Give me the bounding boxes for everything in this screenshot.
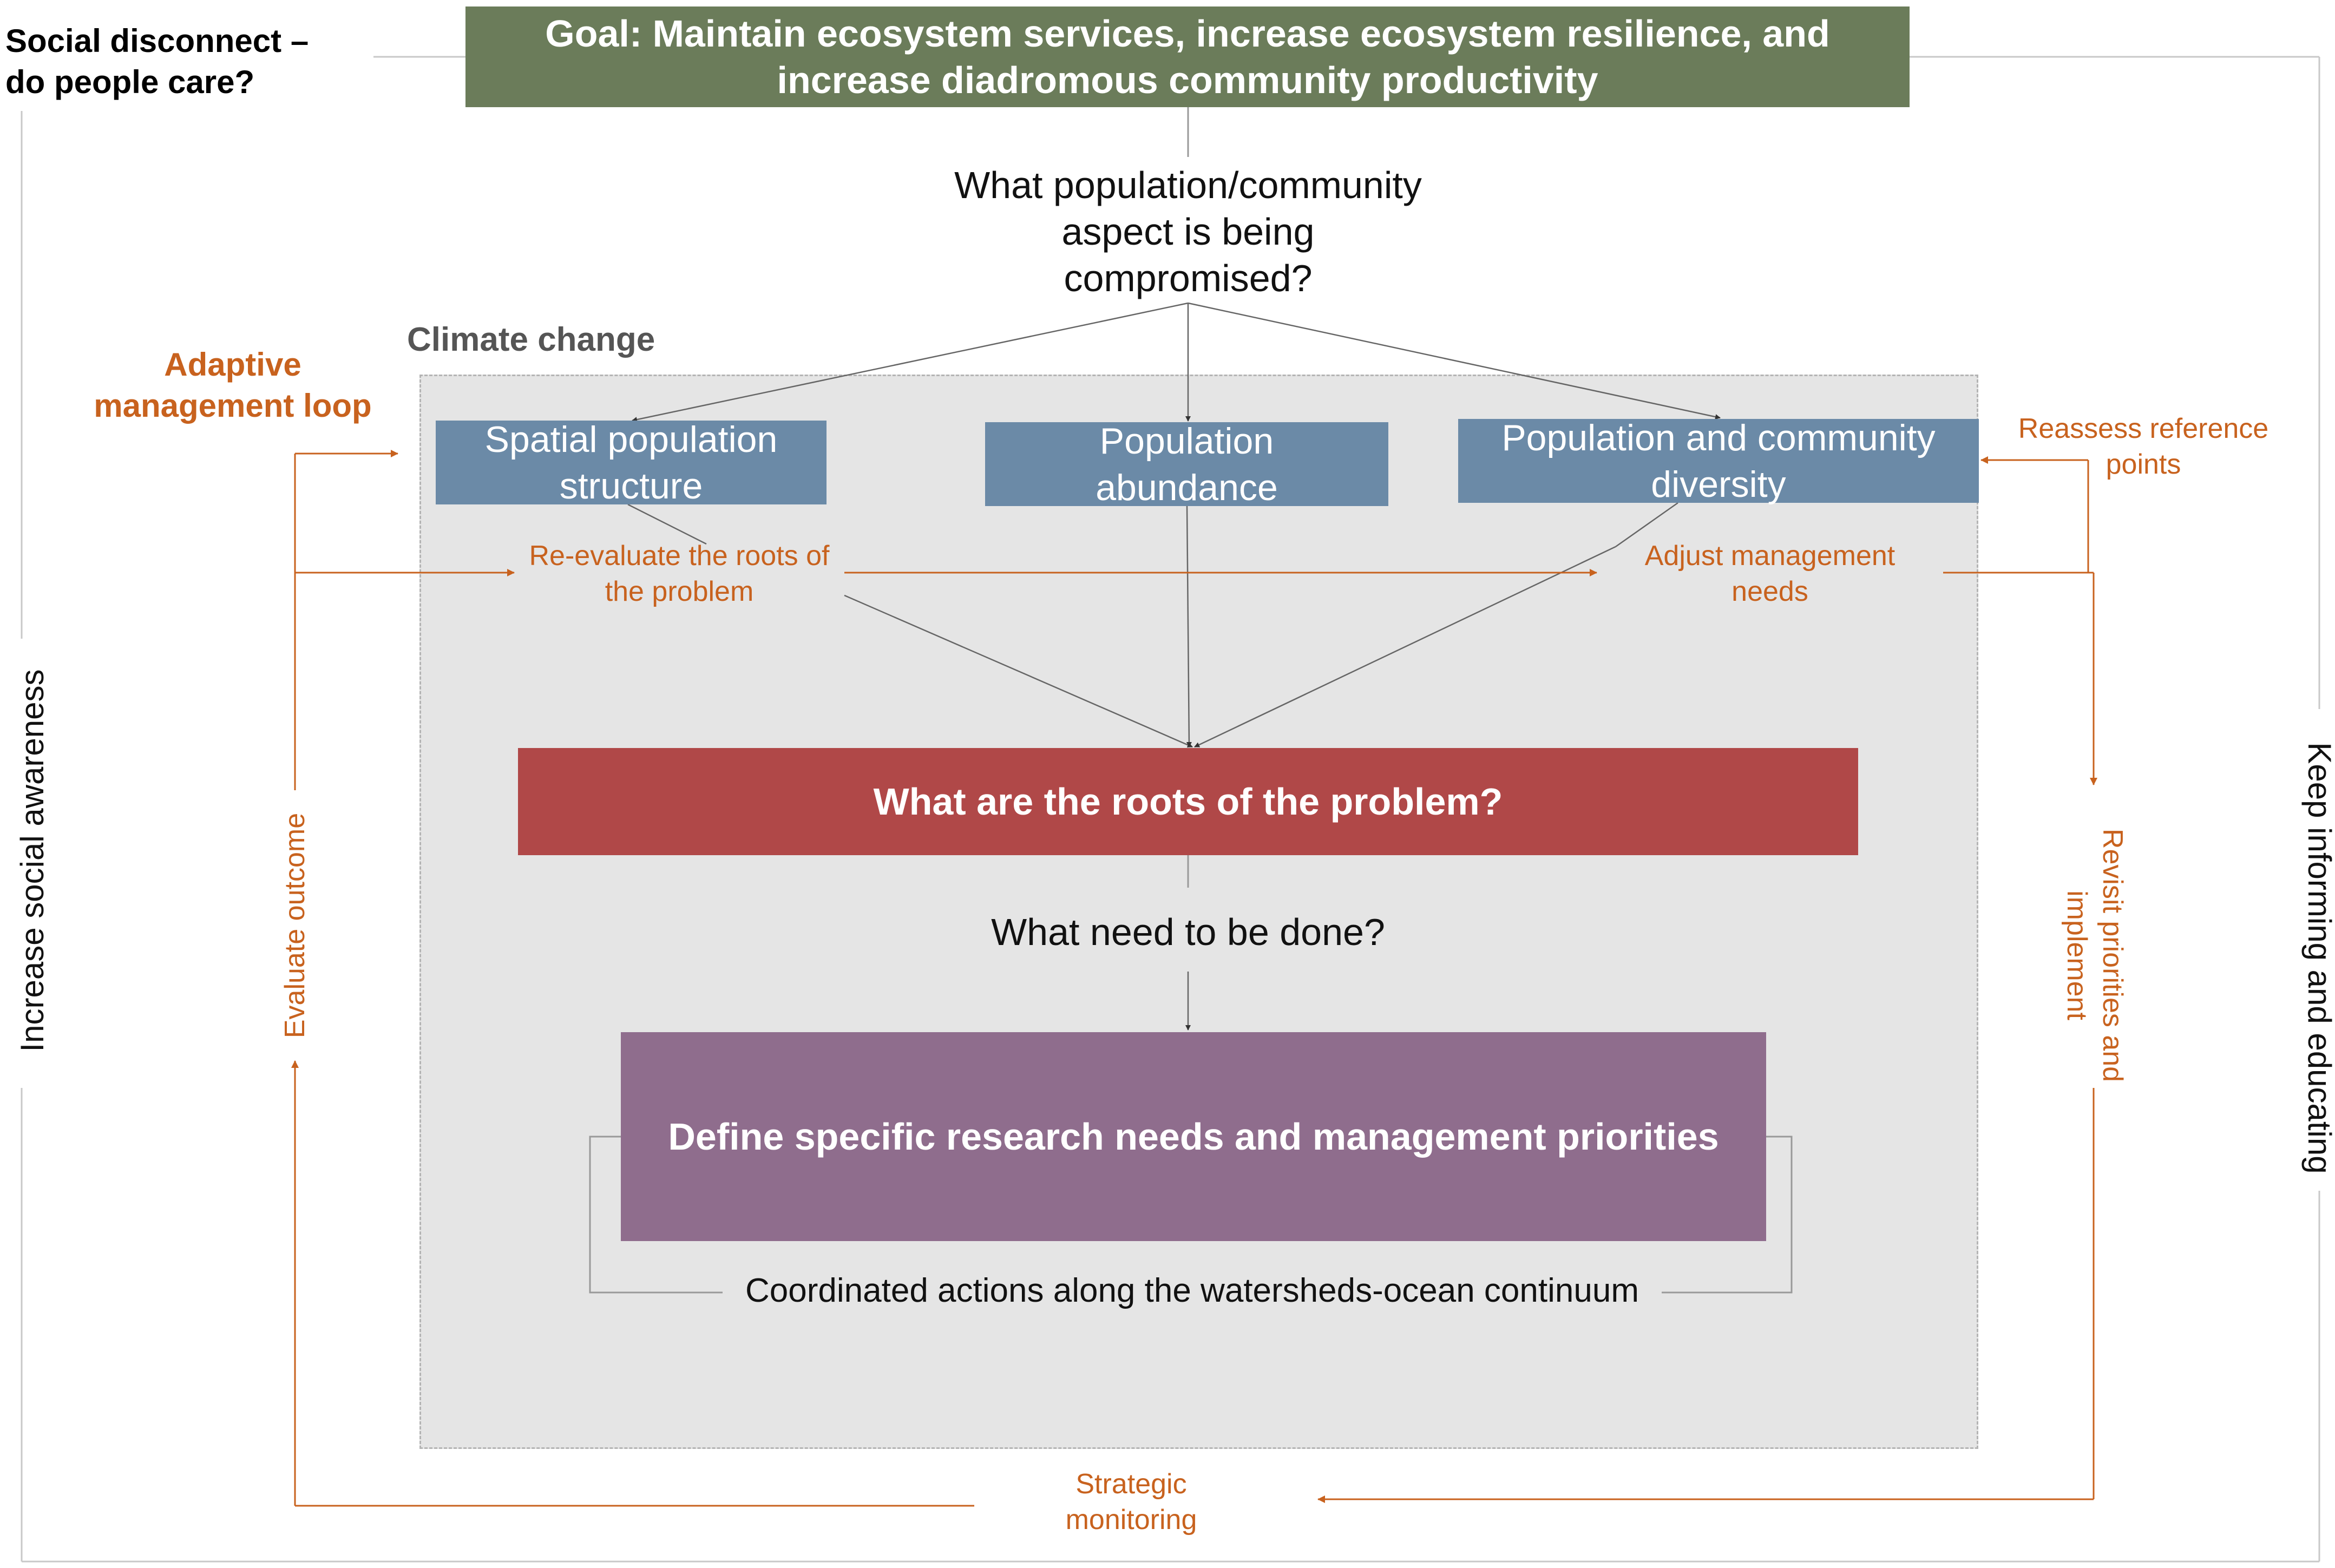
spatial-to-roots-line [844,594,1193,748]
define-priorities-box: Define specific research needs and manag… [621,1032,1766,1241]
adjust-management-label: Adjust management needs [1644,540,1895,607]
climate-change-label: Climate change [407,321,655,358]
keep-informing-label: Keep informing and educating [2301,742,2335,1174]
coordinated-actions-label: Coordinated actions along the watersheds… [745,1272,1639,1309]
strategic-monitoring-label: Strategic monitoring [1065,1468,1197,1536]
question-aspect: What population/community aspect is bein… [954,164,1422,299]
need-to-be-done-label: What need to be done? [991,911,1385,953]
reevaluate-roots-label: Re-evaluate the roots of the problem [529,540,830,607]
roots-question-box: What are the roots of the problem? [518,748,1858,855]
aspect-community-diversity: Population and community diversity [1458,417,1979,505]
abundance-to-roots-line [1186,506,1192,747]
coordinated-bracket [589,1136,1793,1294]
goal-box: Goal: Maintain ecosystem services, incre… [465,6,1910,107]
goal-line-2: increase diadromous community productivi… [777,59,1598,101]
aspect-population-abundance: Population abundance [985,421,1388,508]
adaptive-loop-label: Adaptive management loop [94,346,372,424]
reassess-reference-points: Reassess reference points [2018,413,2269,480]
revisit-priorities-label: Revisit priorities and implement [2061,828,2128,1082]
diversity-to-roots-line [1194,546,1616,748]
evaluate-outcome-label: Evaluate outcome [279,812,311,1039]
outer-frame [21,56,2320,1563]
increase-social-awareness-label: Increase social awareness [14,669,50,1052]
arrow-to-spatial [632,302,1189,423]
goal-line-1: Goal: Maintain ecosystem services, incre… [545,12,1830,55]
social-disconnect-label: Social disconnect – do people care? [5,23,309,100]
arrow-to-diversity [1188,302,1721,419]
aspect-spatial-structure: Spatial population structure [436,419,827,507]
climate-change-region [419,375,1978,1449]
